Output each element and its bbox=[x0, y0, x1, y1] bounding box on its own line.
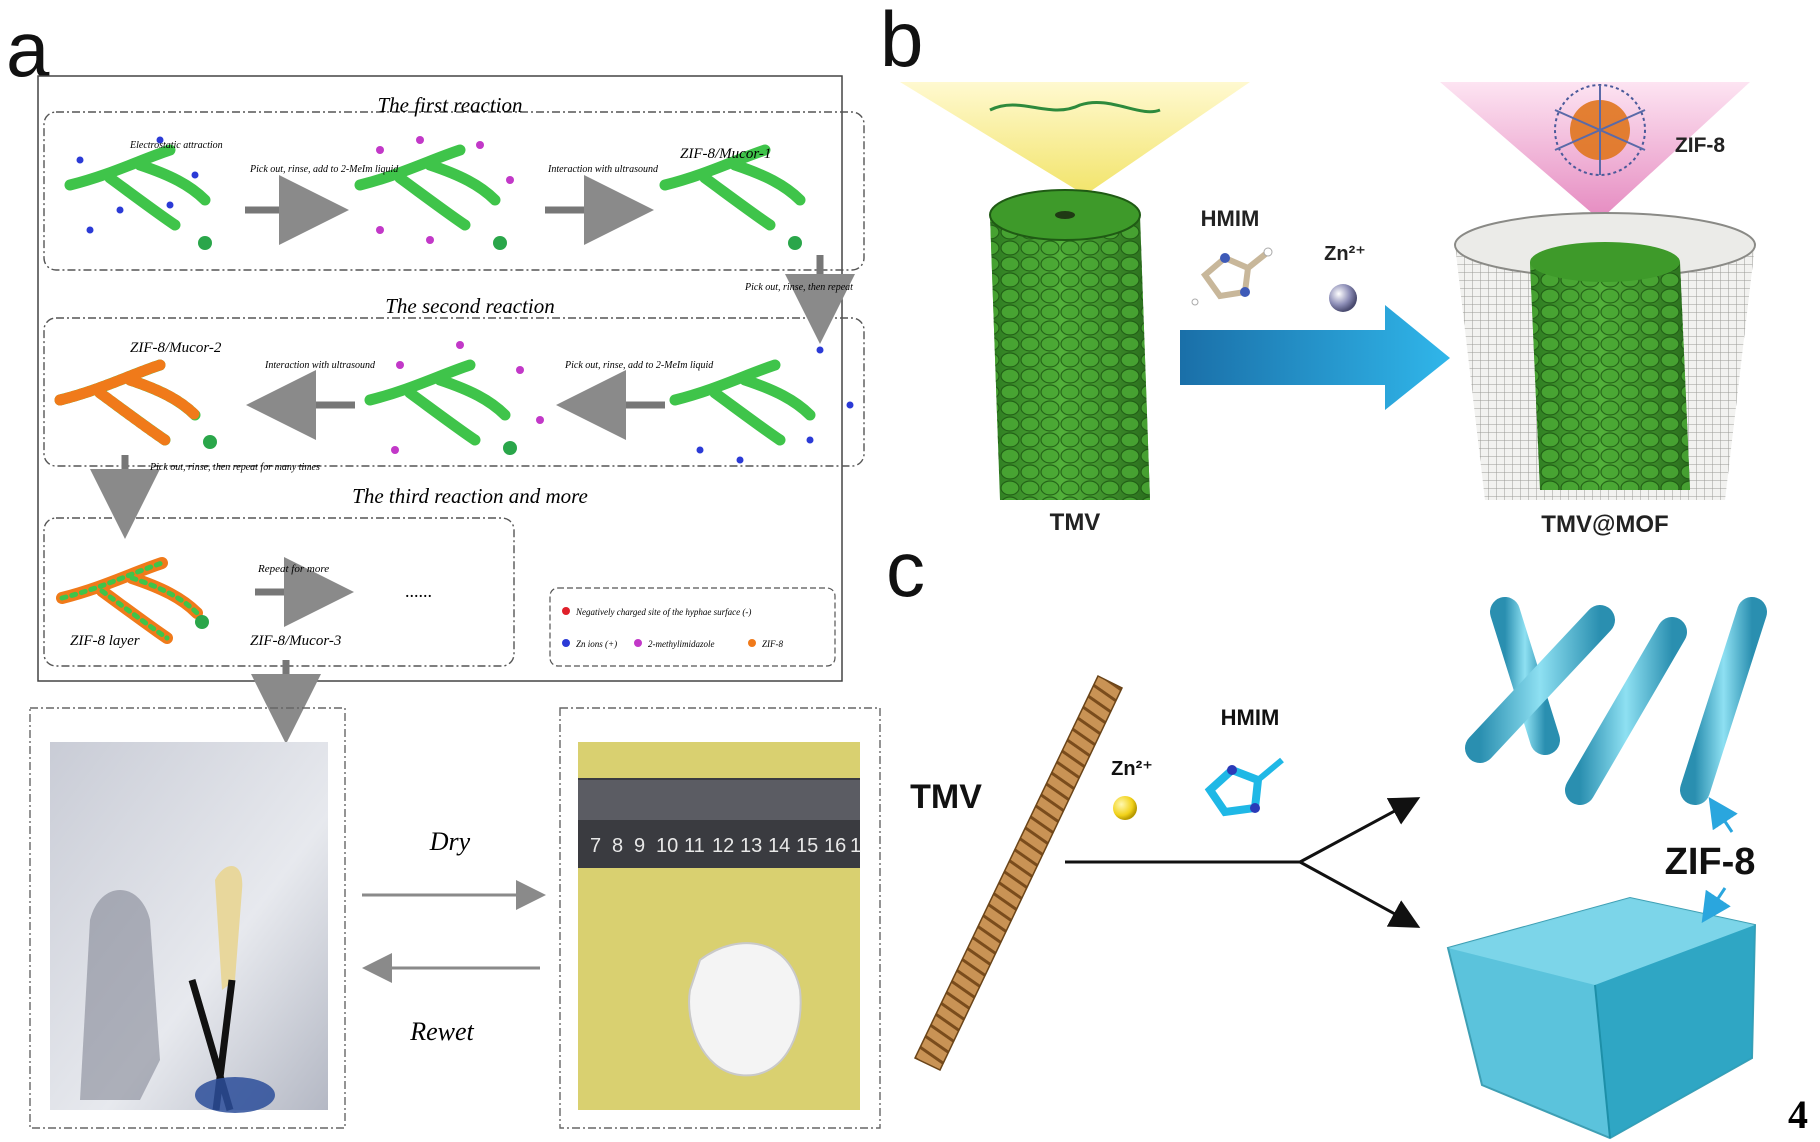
step-6-label: Pick out, rinse, then repeat for many ti… bbox=[149, 462, 320, 473]
photo-dry-frame bbox=[559, 707, 881, 1129]
step-3-label: Pick out, rinse, then repeat bbox=[744, 282, 853, 293]
hyphae-fiber-2 bbox=[354, 144, 507, 250]
photo-wet-sample bbox=[50, 742, 328, 1113]
process-arrows bbox=[90, 175, 855, 744]
ellipsis: ...... bbox=[405, 581, 432, 601]
svg-text:8: 8 bbox=[612, 835, 623, 857]
legend-swatch-zif8 bbox=[748, 639, 756, 647]
zif8-pointer-rods bbox=[1708, 797, 1738, 833]
panel-c-letter: c bbox=[886, 525, 925, 613]
hyphae-fiber-7 bbox=[56, 557, 209, 644]
panel-a: The first reaction The second reaction T… bbox=[29, 75, 881, 1129]
rewet-label: Rewet bbox=[409, 1017, 474, 1046]
zif8-label-c: ZIF-8 bbox=[1665, 841, 1756, 883]
panel-a-letter: a bbox=[6, 5, 50, 93]
dry-label: Dry bbox=[429, 827, 471, 856]
reaction-2-box bbox=[43, 317, 865, 467]
zn-ion-icon-b bbox=[1329, 284, 1357, 312]
legend-zif8: ZIF-8 bbox=[762, 639, 783, 649]
tmv-cylinder bbox=[989, 189, 1150, 500]
tmv-mof-composite bbox=[1454, 212, 1756, 500]
legend-zn: Zn ions (+) bbox=[576, 639, 617, 649]
zif8-crystal bbox=[1446, 896, 1757, 1140]
reaction-1-box bbox=[43, 111, 865, 271]
reaction-2-title: The second reaction bbox=[385, 294, 555, 318]
repeat-label: Repeat for more bbox=[257, 563, 329, 575]
svg-text:11: 11 bbox=[684, 835, 705, 857]
arrow-to-crystal bbox=[1299, 860, 1421, 928]
panel-b: TMV HMIM Zn²⁺ ZIF-8 bbox=[900, 82, 1756, 538]
step-5-label: Interaction with ultrasound bbox=[264, 360, 376, 371]
svg-text:10: 10 bbox=[656, 835, 678, 857]
figure-number: 4 bbox=[1788, 1092, 1808, 1137]
tmv-label-b: TMV bbox=[1050, 509, 1101, 536]
tmv-label-c: TMV bbox=[910, 778, 982, 816]
svg-text:9: 9 bbox=[634, 835, 645, 857]
photo-dry-sample: 7 8 9 10 11 12 13 14 15 16 1 bbox=[578, 742, 861, 1110]
zn-ion-icon-c bbox=[1113, 796, 1137, 820]
zif8-label-b: ZIF-8 bbox=[1675, 134, 1725, 157]
svg-text:16: 16 bbox=[824, 835, 846, 857]
reaction-3-title: The third reaction and more bbox=[352, 484, 588, 508]
panel-b-letter: b bbox=[880, 0, 924, 83]
layer-label: ZIF-8 layer bbox=[70, 633, 140, 649]
arrow-to-rods bbox=[1299, 797, 1421, 864]
zn-label-c: Zn²⁺ bbox=[1111, 758, 1153, 780]
tmv-protein-cone bbox=[900, 82, 1250, 195]
legend-swatch-negative-site bbox=[562, 607, 570, 615]
hyphae-fiber-6 bbox=[54, 359, 217, 449]
hmim-molecule-icon bbox=[1191, 247, 1273, 306]
svg-text:14: 14 bbox=[768, 835, 790, 857]
product-2-label: ZIF-8/Mucor-2 bbox=[130, 340, 222, 356]
legend-swatch-methylimidazole bbox=[634, 639, 642, 647]
legend-negative-site: Negatively charged site of the hyphae su… bbox=[575, 607, 751, 617]
reaction-1-title: The first reaction bbox=[377, 93, 522, 117]
hyphae-fiber-3 bbox=[659, 144, 806, 250]
tmv-rod-c bbox=[913, 674, 1123, 1072]
hmim-label-b: HMIM bbox=[1201, 206, 1260, 231]
ruler-numbers: 7 8 9 10 11 12 13 14 15 16 1 bbox=[590, 835, 861, 857]
step-1-label: Pick out, rinse, add to 2-MeIm liquid bbox=[249, 164, 399, 175]
svg-text:12: 12 bbox=[712, 835, 734, 857]
svg-text:1: 1 bbox=[850, 835, 861, 857]
zn-label-b: Zn²⁺ bbox=[1324, 243, 1366, 265]
panel-c: TMV Zn²⁺ HMIM ZIF-8 bbox=[910, 597, 1767, 1140]
hyphae-fiber-5 bbox=[364, 359, 517, 455]
tmv-mof-label: TMV@MOF bbox=[1541, 511, 1668, 538]
svg-text:7: 7 bbox=[590, 835, 601, 857]
hmim-molecule-icon-c bbox=[1204, 757, 1284, 817]
svg-text:15: 15 bbox=[796, 835, 818, 857]
legend: Negatively charged site of the hyphae su… bbox=[549, 587, 836, 667]
product-1-label: ZIF-8/Mucor-1 bbox=[680, 146, 771, 162]
svg-text:13: 13 bbox=[740, 835, 762, 857]
step-4-label: Pick out, rinse, add to 2-MeIm liquid bbox=[564, 360, 714, 371]
protein-ribbon bbox=[989, 100, 1161, 114]
product-3-label: ZIF-8/Mucor-3 bbox=[250, 633, 341, 649]
legend-swatch-zn bbox=[562, 639, 570, 647]
zn-ions bbox=[76, 136, 854, 464]
hmim-label-c: HMIM bbox=[1221, 705, 1280, 730]
electrostatic-label: Electrostatic attraction bbox=[129, 140, 223, 151]
zif8-pointer-crystal bbox=[1701, 887, 1731, 923]
zif8-cluster-icon bbox=[1554, 84, 1646, 176]
hyphae-fiber-4 bbox=[669, 359, 816, 446]
step-2-label: Interaction with ultrasound bbox=[547, 164, 659, 175]
reaction-arrow-b bbox=[1180, 305, 1450, 410]
hyphae-fiber-1 bbox=[64, 144, 212, 250]
photo-wet-frame bbox=[29, 707, 346, 1129]
zif8-nanorods bbox=[1465, 597, 1767, 805]
legend-methylimidazole: 2-methylimidazole bbox=[648, 639, 715, 649]
methylimidazole-molecules bbox=[376, 136, 544, 454]
